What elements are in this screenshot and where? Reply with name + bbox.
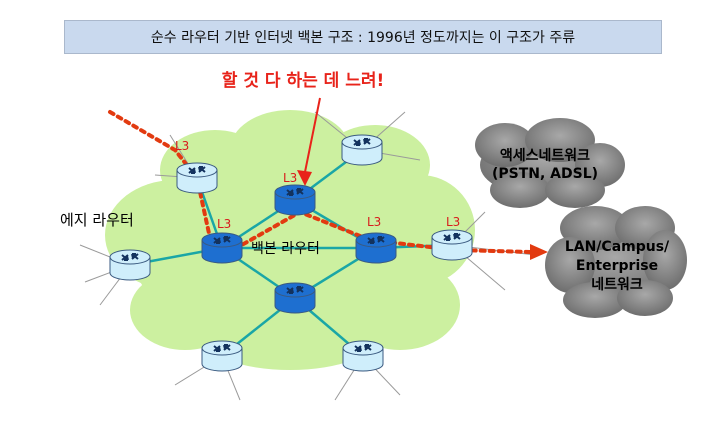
l3-tag: L3 xyxy=(217,217,231,231)
l3-tag: L3 xyxy=(367,215,381,229)
edge-router xyxy=(431,229,473,261)
router-arrows-icon xyxy=(188,166,206,174)
access-network-cloud xyxy=(475,118,625,208)
lan-label-line3: 네트워크 xyxy=(591,277,643,293)
access-network-label-line2: (PSTN, ADSL) xyxy=(492,166,598,182)
edge-router xyxy=(201,340,243,372)
diagram-title: 순수 라우터 기반 인터넷 백본 구조 : 1996년 정도까지는 이 구조가 … xyxy=(64,20,662,54)
edge-router xyxy=(341,134,383,166)
backbone-router xyxy=(274,282,316,314)
router-arrows-icon xyxy=(213,236,231,244)
router-arrows-icon xyxy=(367,236,385,244)
router-arrows-icon xyxy=(354,344,372,352)
edge-router xyxy=(342,340,384,372)
l3-tag: L3 xyxy=(446,215,460,229)
router-arrows-icon xyxy=(286,286,304,294)
router-arrows-icon xyxy=(443,233,461,241)
callout-text: 할 것 다 하는 데 느려! xyxy=(222,71,384,91)
l3-tag: L3 xyxy=(283,171,297,185)
routers xyxy=(109,134,473,372)
edge-router xyxy=(109,249,151,281)
backbone-router xyxy=(201,232,243,264)
backbone-router xyxy=(274,184,316,216)
access-network-label-line1: 액세스네트워크 xyxy=(500,147,590,164)
l3-tag: L3 xyxy=(175,139,189,153)
backbone-router-label: 백본 라우터 xyxy=(251,241,320,257)
backbone-cloud xyxy=(105,110,475,370)
l3-tags: L3 L3 L3 L3 L3 xyxy=(175,139,460,231)
backbone-router xyxy=(355,232,397,264)
lan-enterprise-cloud xyxy=(545,206,687,318)
edge-router-label: 에지 라우터 xyxy=(60,211,134,229)
lan-label-line2: Enterprise xyxy=(576,258,658,274)
packet-path-arrowhead xyxy=(530,244,548,260)
router-arrows-icon xyxy=(286,188,304,196)
callout-arrow xyxy=(297,97,321,186)
lan-label-line1: LAN/Campus/ xyxy=(565,239,670,255)
router-arrows-icon xyxy=(213,344,231,352)
router-arrows-icon xyxy=(121,253,139,261)
router-arrows-icon xyxy=(353,138,371,146)
edge-router xyxy=(176,162,218,194)
